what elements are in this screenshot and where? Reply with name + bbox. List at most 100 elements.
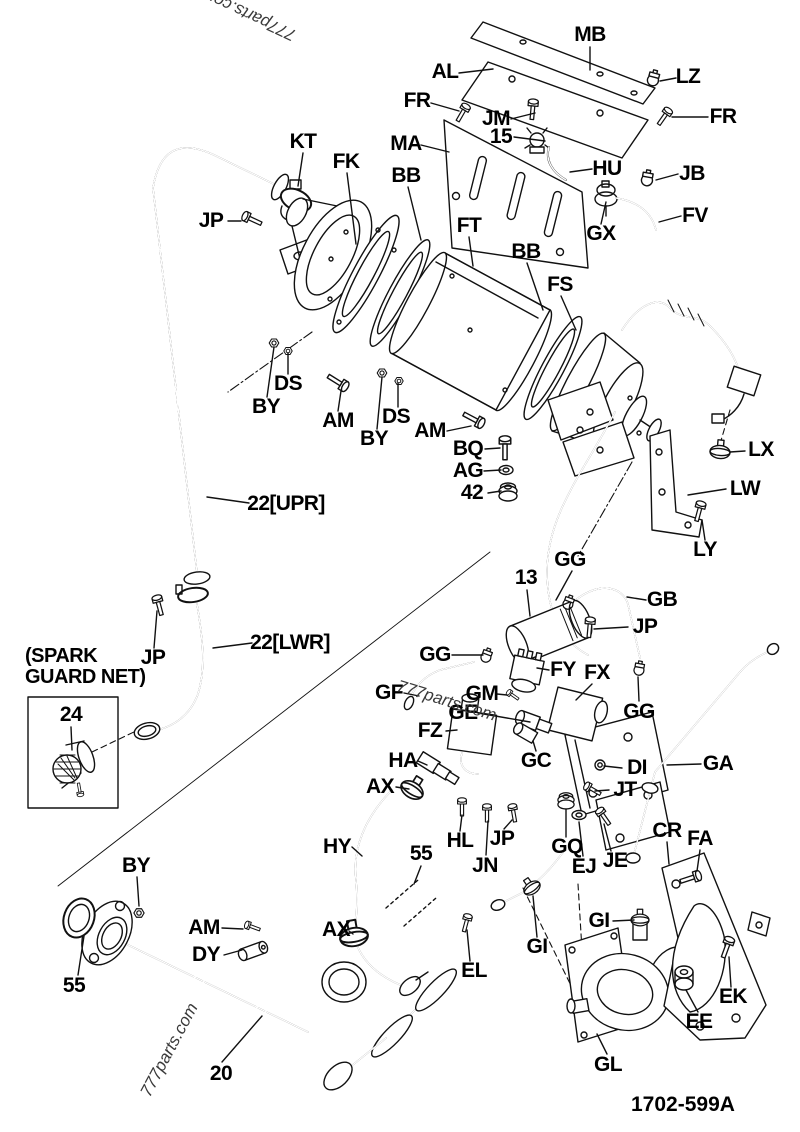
part-label-BB-10: BB — [391, 164, 421, 187]
part-label-FV-13: FV — [682, 204, 708, 227]
muffler-body-FT — [388, 251, 448, 355]
part-label-LX-29: LX — [748, 438, 774, 461]
part-label-AM-21: AM — [322, 409, 354, 432]
part-label-GQ-58: GQ — [551, 835, 583, 858]
part-label-HY-53: HY — [323, 835, 352, 858]
part-label-55-66: 55 — [62, 974, 86, 997]
part-label-JB-12: JB — [679, 162, 705, 185]
part-label-AX-67: AX — [322, 918, 351, 941]
part-label-DS-19: DS — [274, 372, 303, 395]
part-label-GB-34: GB — [646, 588, 678, 611]
valve-GX — [594, 180, 618, 217]
part-label-42-27: 42 — [460, 481, 484, 504]
solenoid-FY — [509, 648, 545, 693]
shield-bar-MB — [470, 21, 656, 105]
valve-FZ — [446, 693, 498, 775]
part-label-GG-32: GG — [554, 548, 586, 571]
part-label-HA-44: HA — [388, 749, 418, 772]
flange-FK — [332, 214, 400, 334]
heat-shield-group — [443, 21, 675, 269]
part-label-DI-46: DI — [627, 756, 647, 779]
part-label-FR-4: FR — [709, 105, 737, 128]
part-label-JE-60: JE — [602, 849, 628, 872]
part-label-HL-55: HL — [446, 829, 474, 852]
part-label-JP-18: JP — [198, 209, 224, 232]
part-label-BY-23: BY — [360, 427, 389, 450]
part-label-15-6: 15 — [489, 125, 513, 148]
spark-guard-net-24 — [52, 740, 96, 798]
muffler-assembly — [279, 197, 762, 656]
part-label-22UPR-28: 22[UPR] — [247, 492, 325, 515]
clamp-joint — [175, 584, 209, 604]
part-label-22LWR-51: 22[LWR] — [250, 631, 330, 654]
part-label-GC-45: GC — [520, 749, 552, 772]
part-label-KT-8: KT — [289, 130, 317, 153]
pipe-22-lower — [133, 603, 204, 741]
part-label-FZ-42: FZ — [417, 719, 443, 742]
air-tube-GA — [625, 642, 780, 864]
part-label-JN-57: JN — [472, 854, 498, 877]
part-label-GI-69: GI — [526, 935, 549, 958]
part-label-FS-17: FS — [547, 273, 573, 296]
part-label-BQ-25: BQ — [452, 437, 484, 460]
bottom-pipe-group — [62, 847, 567, 1091]
part-label-GE-41: GE — [448, 701, 478, 724]
part-label-HU-11: HU — [592, 157, 622, 180]
shield-plate-AL — [461, 61, 649, 159]
spark-guard-note-line2: GUARD NET) — [25, 666, 146, 688]
gasket-55 — [62, 897, 96, 939]
part-label-MA-7: MA — [390, 132, 422, 155]
gasket-BB-rear — [523, 315, 583, 421]
part-label-GM-39: GM — [465, 682, 499, 705]
connector — [726, 365, 762, 397]
part-label-GL-71: GL — [594, 1053, 623, 1076]
part-label-FA-62: FA — [687, 827, 713, 850]
part-label-FK-9: FK — [332, 150, 360, 173]
part-label-CR-61: CR — [652, 819, 682, 842]
part-label-FY-37: FY — [550, 658, 576, 681]
part-label-JT-49: JT — [613, 778, 637, 801]
part-label-GA-47: GA — [702, 752, 734, 775]
pump-bracket-group — [564, 852, 771, 1043]
clamp-DY — [237, 940, 269, 962]
part-label-LZ-2: LZ — [675, 65, 701, 88]
wiring-harness — [621, 299, 762, 424]
part-label-JM-5: JM — [482, 107, 511, 130]
part-label-AL-1: AL — [431, 60, 459, 83]
part-label-EK-73: EK — [719, 985, 748, 1008]
part-label-13-33: 13 — [514, 566, 538, 589]
part-label-JP-50: JP — [140, 646, 166, 669]
part-label-FX-38: FX — [584, 661, 610, 684]
hose-HU — [547, 146, 567, 181]
part-label-BB-16: BB — [511, 240, 541, 263]
part-label-BY-63: BY — [122, 854, 151, 877]
part-label-JP-56: JP — [489, 827, 515, 850]
part-label-DS-22: DS — [382, 405, 411, 428]
part-label-EL-68: EL — [461, 959, 487, 982]
leader-lines — [70, 46, 746, 1063]
part-label-24-52: 24 — [59, 703, 83, 726]
part-label-FT-15: FT — [456, 214, 482, 237]
part-label-55-54: 55 — [409, 842, 433, 865]
part-label-GG-43: GG — [623, 700, 655, 723]
pipe-22-upper — [150, 147, 313, 617]
hose-FV — [615, 197, 657, 231]
part-label-LW-30: LW — [729, 477, 761, 500]
part-label-AM-24: AM — [414, 419, 446, 442]
part-label-LY-31: LY — [693, 538, 717, 561]
part-label-GX-14: GX — [586, 222, 616, 245]
part-label-GG-36: GG — [419, 643, 451, 666]
part-label-EE-72: EE — [685, 1010, 713, 1033]
part-label-GI-70: GI — [588, 909, 611, 932]
fitting-GC — [512, 722, 539, 744]
bracket-LW-group — [649, 429, 732, 538]
spark-guard-note: (SPARK GUARD NET) — [25, 646, 146, 688]
spacer-EE — [674, 965, 694, 991]
part-label-AX-48: AX — [366, 775, 395, 798]
part-label-JP-35: JP — [632, 615, 658, 638]
part-label-BY-20: BY — [252, 395, 281, 418]
figure-code: 1702-599A — [631, 1093, 735, 1116]
part-label-FR-3: FR — [403, 89, 431, 112]
